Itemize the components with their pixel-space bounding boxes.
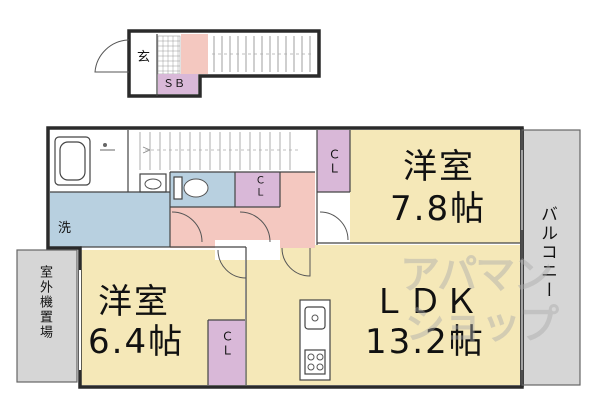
interior-partitions (50, 130, 520, 385)
closet-1-floor (317, 130, 350, 192)
ldk-floor (246, 245, 520, 385)
western-room-1-name: 洋室 (403, 147, 475, 187)
interior-doors (171, 211, 349, 279)
closet-1-label: ＣＬ (327, 148, 341, 176)
upper-stair-treads (212, 36, 312, 72)
watermark-line-2: ショップ (405, 302, 559, 348)
washroom-floor (50, 192, 170, 247)
balcony-label: バルコニー (537, 205, 557, 300)
washroom-label: 洗 (58, 221, 72, 236)
bathtub (54, 136, 115, 186)
kitchen-counter (299, 299, 331, 381)
western-room-2-name: 洋室 (98, 282, 170, 322)
closet-2-label: ＣＬ (253, 175, 264, 199)
genkan-tile-pattern (157, 35, 181, 75)
wash-basin (139, 173, 167, 193)
balcony-area (522, 130, 580, 385)
balcony-border (521, 129, 581, 386)
upper-hall (181, 34, 208, 74)
ldk-name: ＬＤＫ (372, 282, 480, 322)
main-stair-treads (139, 132, 300, 170)
closet-3-label: ＣＬ (220, 330, 234, 358)
closet-2-floor (235, 172, 280, 207)
closet-3-floor (208, 320, 245, 385)
shoebox-label: ＳＢ (163, 77, 185, 90)
stairs-floor (128, 130, 315, 172)
hall-floor-lower (215, 240, 280, 260)
main-unit (16, 126, 581, 389)
toilet-fixture (173, 176, 209, 200)
western-room-2-size: 6.4帖 (88, 322, 185, 362)
bedroom-1-floor (350, 130, 520, 243)
watermark-line-1: アパマン (400, 252, 553, 298)
shoebox-area (158, 74, 198, 94)
ldk-size: 13.2帖 (365, 322, 485, 362)
outdoor-unit-border (16, 249, 78, 383)
outdoor-unit-area (17, 250, 77, 382)
entrance-block (94, 29, 321, 98)
genkan-label: 玄 (137, 50, 151, 65)
outdoor-unit-label: 室外機置場 (37, 265, 52, 340)
western-room-1-size: 7.8帖 (390, 189, 487, 229)
